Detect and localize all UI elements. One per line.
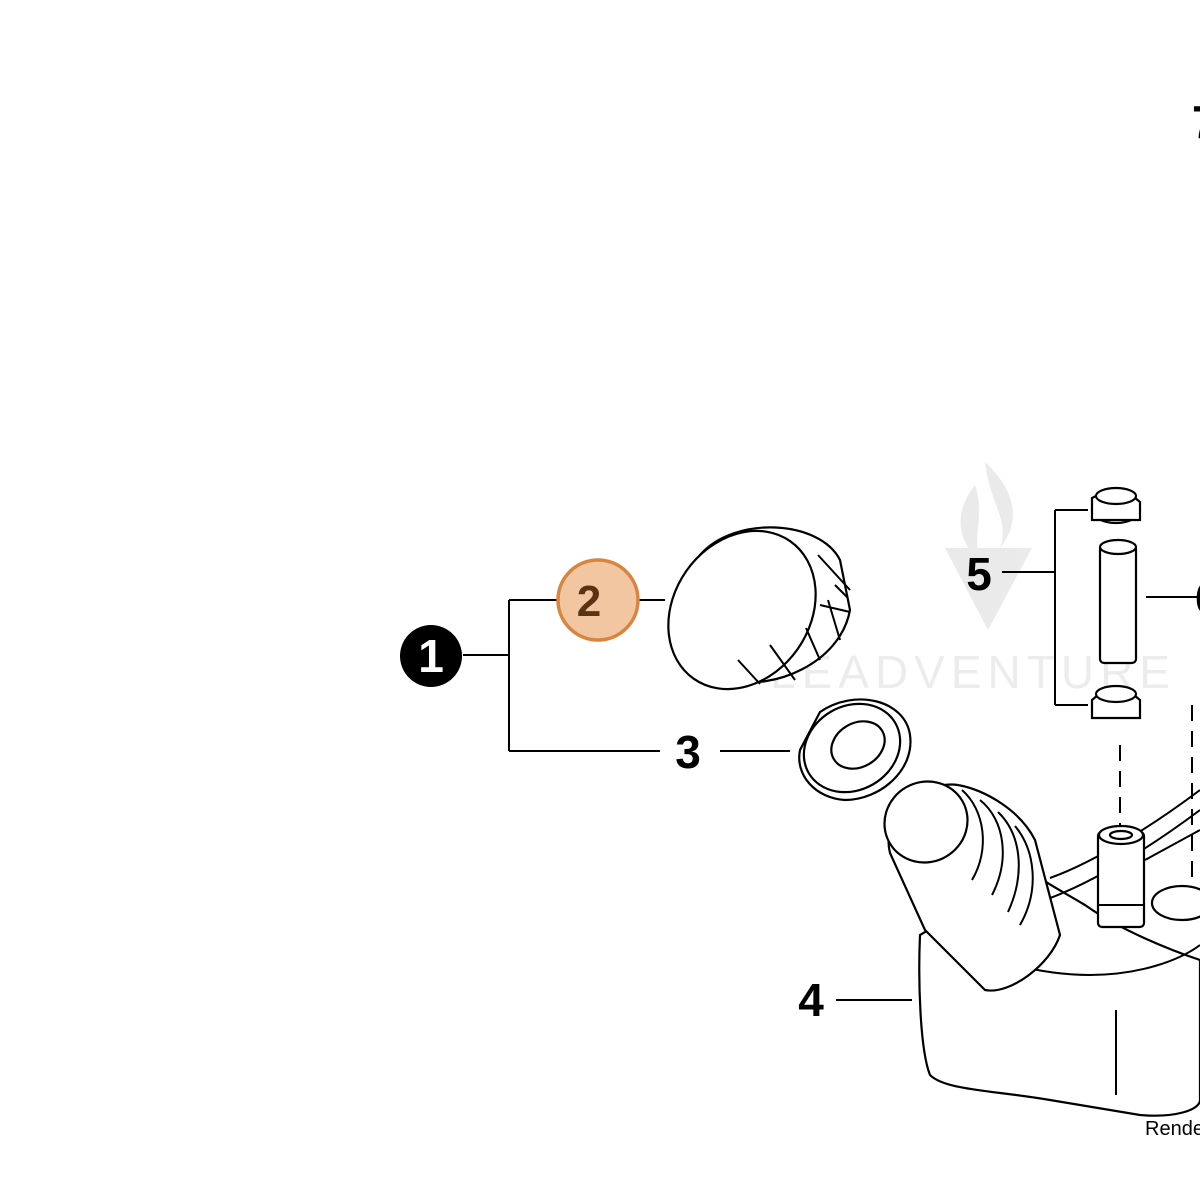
render-caption: Render	[1145, 1118, 1200, 1140]
callout-1-label: 1	[418, 630, 444, 682]
callout-5-label: 5	[966, 548, 992, 600]
hose-tube	[1098, 543, 1138, 665]
callout-2-highlight-circle	[556, 558, 640, 642]
seal-ring-part[interactable]	[788, 687, 917, 810]
callout-7-partial-label[interactable]: 7	[1192, 96, 1200, 148]
callout-1-circle	[400, 625, 462, 687]
callout-4-label: 4	[798, 974, 824, 1026]
callout-3[interactable]: 3	[675, 726, 701, 778]
callout-1[interactable]: 1	[400, 625, 462, 687]
callout-5[interactable]: 5	[966, 509, 1088, 706]
callout-2[interactable]: 2	[556, 558, 640, 642]
connector-sleeve	[1096, 830, 1146, 929]
callout-3-label: 3	[675, 726, 701, 778]
hose-with-clamps-part[interactable]	[1090, 486, 1200, 929]
flame-logo-icon	[945, 462, 1032, 630]
oil-filter-part[interactable]	[638, 502, 852, 718]
callout-2-label: 2	[577, 577, 601, 626]
oil-cooler-housing-part[interactable]	[870, 766, 1200, 1117]
callout-4[interactable]: 4	[798, 974, 912, 1026]
